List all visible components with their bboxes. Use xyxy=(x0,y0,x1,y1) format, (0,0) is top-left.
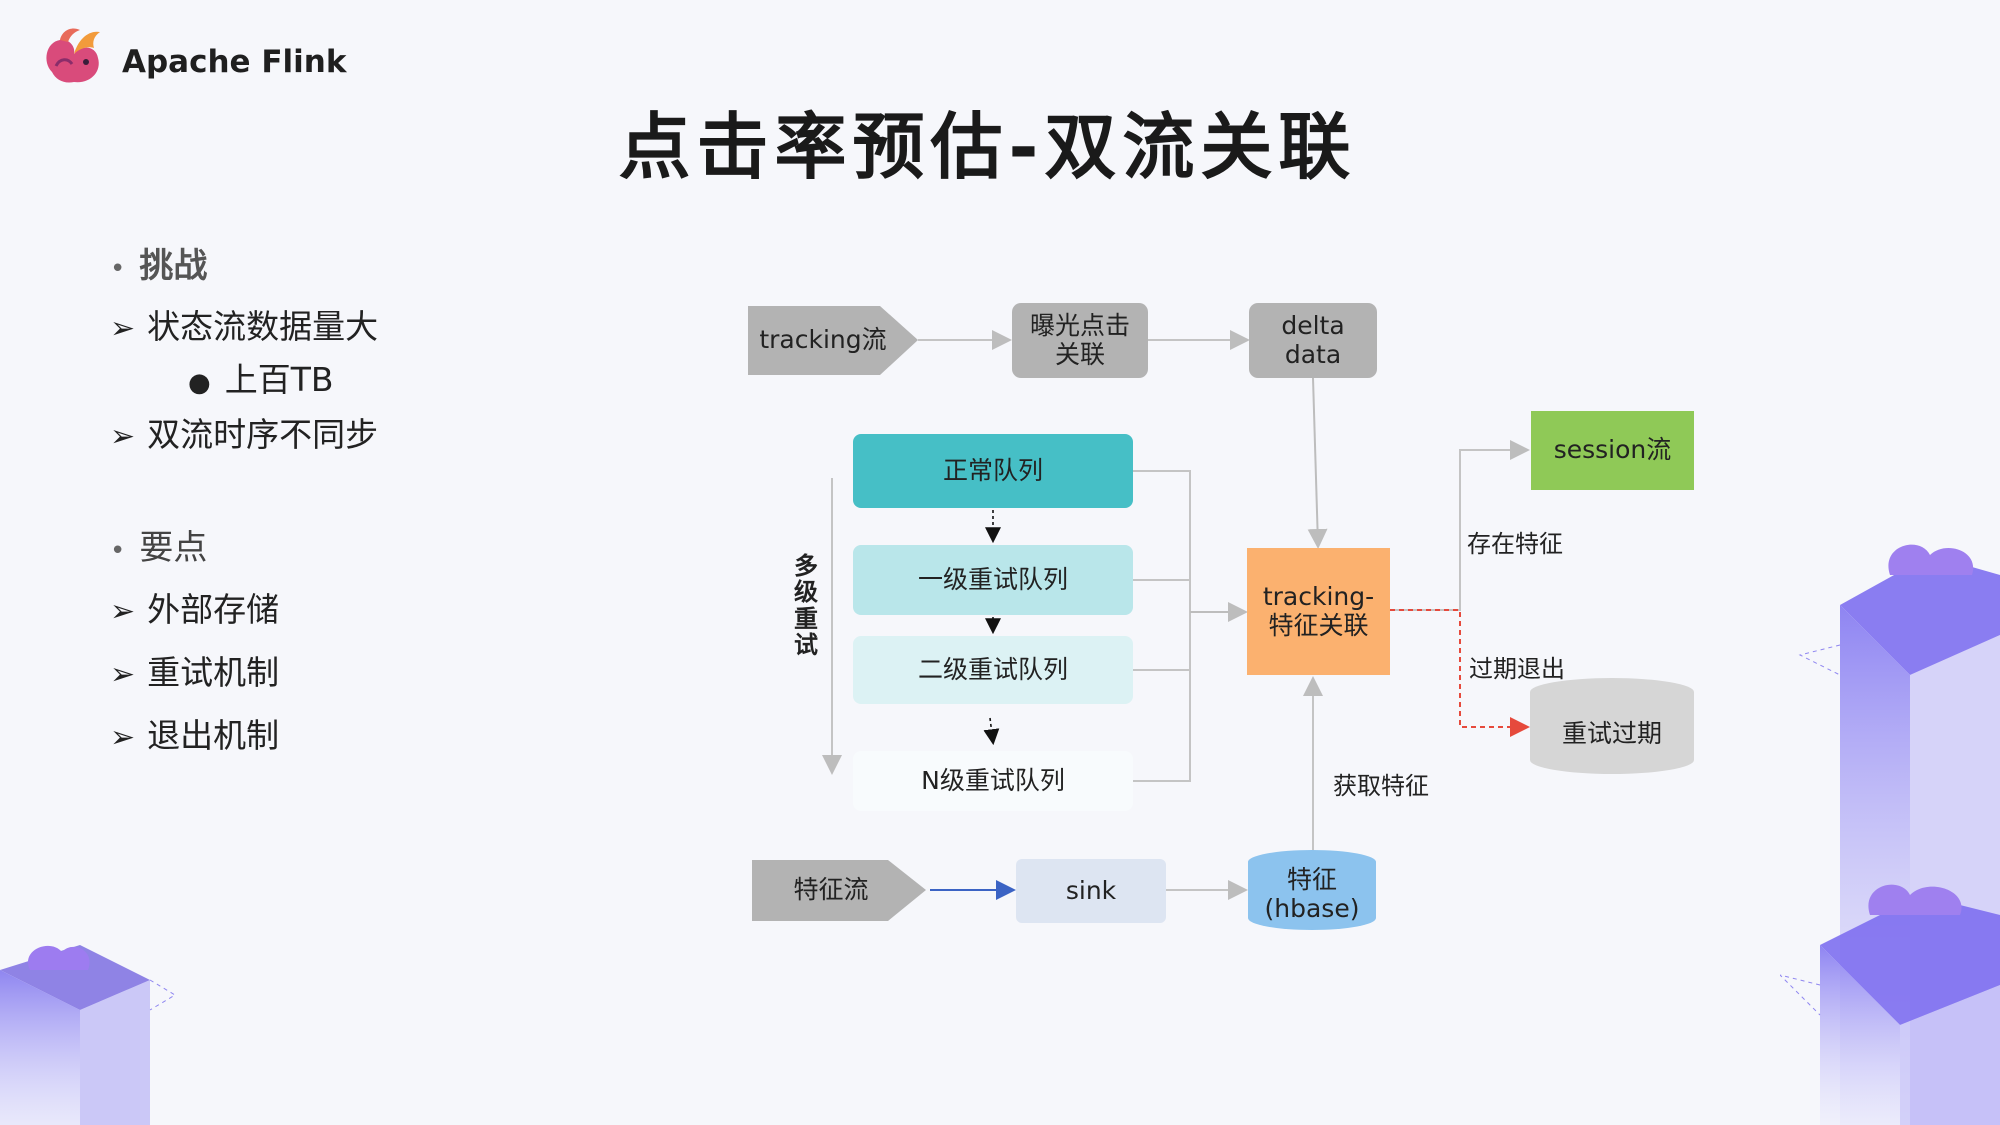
retry-queue-2-node: 二级重试队列 xyxy=(853,636,1133,704)
edge-retry2-to-retryn xyxy=(983,717,1000,746)
challenge-item: ➢双流时序不同步 xyxy=(110,415,379,454)
edge-expired-exit xyxy=(1390,609,1530,737)
arrow-bullet-icon: ➢ xyxy=(110,311,136,346)
decorative-cloud-blocks-left xyxy=(0,945,176,1125)
logo-text: Apache Flink xyxy=(122,44,347,80)
tracking-stream-node: tracking流 xyxy=(759,325,887,355)
bullet-dot-icon: • xyxy=(110,536,126,566)
normal-queue-node: 正常队列 xyxy=(853,434,1133,508)
bullet-dot-icon: • xyxy=(110,254,126,284)
keypoint-item: ➢退出机制 xyxy=(110,716,280,755)
filled-circle-icon: ● xyxy=(188,368,211,398)
feature-store-cylinder xyxy=(1248,850,1376,930)
challenge-sub-item: ●上百TB xyxy=(188,360,334,399)
feature-stream-node: 特征流 xyxy=(793,875,869,905)
arrow-bullet-icon: ➢ xyxy=(110,720,136,755)
edge-split xyxy=(1390,440,1530,611)
sink-node: sink xyxy=(1016,859,1166,923)
arrow-bullet-icon: ➢ xyxy=(110,657,136,692)
keypoints-heading-row: • 要点 xyxy=(110,520,207,569)
delta-data-node: delta data xyxy=(1249,303,1377,378)
retry-queue-n-node: N级重试队列 xyxy=(853,751,1133,811)
feature-stream-shape xyxy=(752,860,926,921)
arrow-bullet-icon: ➢ xyxy=(110,594,136,629)
keypoint-item: ➢外部存储 xyxy=(110,590,280,629)
retry-expired-node: 重试过期 xyxy=(1561,718,1662,748)
edge-delta-to-tracking-join xyxy=(1307,377,1328,549)
tracking-stream-shape xyxy=(748,306,918,375)
flink-logo xyxy=(38,22,110,88)
page-title: 点击率预估-双流关联 xyxy=(618,105,1357,189)
retry-expired-cylinder xyxy=(1530,678,1694,774)
arrow-bullet-icon: ➢ xyxy=(110,419,136,454)
session-stream-node: session流 xyxy=(1531,411,1694,490)
feature-exists-label: 存在特征 xyxy=(1467,530,1563,558)
exposure-click-join-node: 曝光点击 关联 xyxy=(1012,303,1148,378)
get-feature-label: 获取特征 xyxy=(1333,772,1429,800)
edge-queues-merge xyxy=(1133,470,1191,782)
expired-exit-label: 过期退出 xyxy=(1469,655,1565,683)
retry-queue-1-node: 一级重试队列 xyxy=(853,545,1133,615)
challenge-heading-row: • 挑战 xyxy=(110,238,207,287)
feature-store-node: 特征 (hbase) xyxy=(1264,865,1360,923)
challenge-item: ➢状态流数据量大 xyxy=(110,307,379,346)
decorative-cloud-blocks-right xyxy=(1780,544,2000,1125)
challenge-heading: 挑战 xyxy=(139,246,208,286)
multi-level-retry-label: 多级重试 xyxy=(794,552,818,660)
tracking-feature-join-node: tracking- 特征关联 xyxy=(1247,548,1390,675)
squirrel-icon xyxy=(46,28,100,83)
keypoints-heading: 要点 xyxy=(139,528,208,568)
keypoint-item: ➢重试机制 xyxy=(110,653,280,692)
